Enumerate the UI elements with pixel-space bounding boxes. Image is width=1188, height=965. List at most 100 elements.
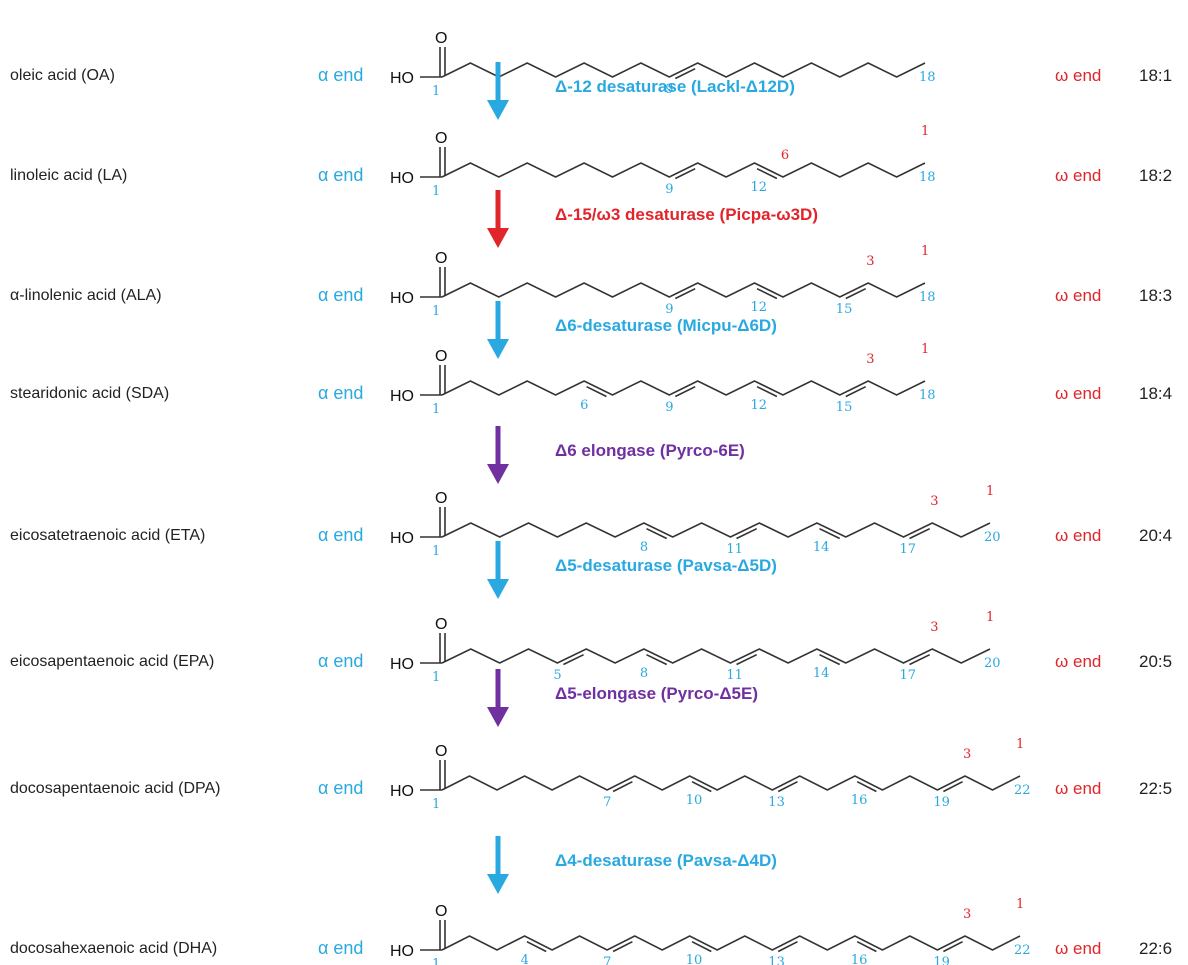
omega-one-label: 1 xyxy=(986,484,994,499)
carbon-number-7: 7 xyxy=(603,955,611,965)
carbon-number-5: 5 xyxy=(553,668,561,683)
omega-position-label: 3 xyxy=(930,494,938,509)
carbon-chain xyxy=(441,62,926,78)
double-bond-17 xyxy=(909,653,931,666)
carbon-number-12: 12 xyxy=(751,180,768,195)
omega-position-label: 3 xyxy=(963,747,971,762)
alpha-end-label: α end xyxy=(318,285,364,305)
omega-position-label: 6 xyxy=(781,148,789,163)
carbon-chain xyxy=(441,162,926,178)
double-bond-19 xyxy=(943,940,963,953)
alpha-end-label: α end xyxy=(318,938,364,958)
omega-position-label: 3 xyxy=(930,620,938,635)
hydroxyl-label: HO xyxy=(390,70,414,87)
double-bond-5 xyxy=(563,653,584,666)
enzyme-label-5: Δ5-desaturase (Pavsa-Δ5D) xyxy=(555,556,777,575)
carbon-number-22: 22 xyxy=(1014,783,1031,798)
acid-name: eicosatetraenoic acid (ETA) xyxy=(10,527,206,544)
carbon-number-15: 15 xyxy=(836,400,853,415)
double-bond-7 xyxy=(612,780,633,793)
double-bond-16 xyxy=(856,940,877,953)
arrow-head xyxy=(487,707,509,727)
acid-name: eicosapentaenoic acid (EPA) xyxy=(10,653,215,670)
hydroxyl-label: HO xyxy=(390,530,414,547)
carbon-number-16: 16 xyxy=(851,793,868,808)
carbon-number-17: 17 xyxy=(900,542,917,557)
carbon-ratio: 20:5 xyxy=(1139,652,1173,671)
carbon-number-1: 1 xyxy=(432,544,440,559)
carbon-number-14: 14 xyxy=(813,666,830,681)
carbon-number-18: 18 xyxy=(919,170,936,185)
omega-one-label: 1 xyxy=(1016,897,1024,912)
double-bond-15 xyxy=(845,385,867,398)
omega-one-label: 1 xyxy=(921,244,929,259)
acid-name: linoleic acid (LA) xyxy=(10,167,128,184)
double-bond-12 xyxy=(756,167,778,180)
double-bond-6 xyxy=(586,385,607,398)
double-bond-9 xyxy=(674,385,696,398)
arrow-head xyxy=(487,579,509,599)
carbon-number-8: 8 xyxy=(640,540,648,555)
oxygen-label: O xyxy=(435,348,447,365)
arrow-head xyxy=(487,339,509,359)
double-bond-9 xyxy=(674,67,696,80)
carbon-number-20: 20 xyxy=(984,530,1001,545)
carbon-number-18: 18 xyxy=(919,290,936,305)
alpha-end-label: α end xyxy=(318,383,364,403)
carbon-number-1: 1 xyxy=(432,402,440,417)
double-bond-14 xyxy=(819,653,841,666)
carbon-chain xyxy=(441,380,926,396)
carbon-number-12: 12 xyxy=(751,300,768,315)
carbon-number-17: 17 xyxy=(900,668,917,683)
double-bond-13 xyxy=(777,940,798,953)
omega-one-label: 1 xyxy=(1016,737,1024,752)
double-bond-8 xyxy=(646,653,668,666)
omega-end-label: ω end xyxy=(1055,384,1102,403)
carbon-number-18: 18 xyxy=(919,388,936,403)
oxygen-label: O xyxy=(435,490,447,507)
double-bond-9 xyxy=(674,287,696,300)
omega-end-label: ω end xyxy=(1055,652,1102,671)
carbon-number-9: 9 xyxy=(665,302,673,317)
enzyme-arrow-7 xyxy=(487,836,509,894)
enzyme-label-1: Δ-12 desaturase (Lackl-Δ12D) xyxy=(555,77,795,96)
carbon-number-18: 18 xyxy=(919,70,936,85)
omega-end-label: ω end xyxy=(1055,286,1102,305)
hydroxyl-label: HO xyxy=(390,656,414,673)
omega-end-label: ω end xyxy=(1055,779,1102,798)
oxygen-label: O xyxy=(435,743,447,760)
carbon-number-10: 10 xyxy=(686,953,703,965)
carbon-number-10: 10 xyxy=(686,793,703,808)
acid-name: docosahexaenoic acid (DHA) xyxy=(10,940,218,957)
arrow-head xyxy=(487,228,509,248)
carbon-ratio: 20:4 xyxy=(1139,526,1173,545)
hydroxyl-label: HO xyxy=(390,290,414,307)
double-bond-15 xyxy=(845,287,867,300)
enzyme-arrow-1 xyxy=(487,62,509,120)
alpha-end-label: α end xyxy=(318,65,364,85)
hydroxyl-label: HO xyxy=(390,170,414,187)
oxygen-label: O xyxy=(435,30,447,47)
double-bond-10 xyxy=(691,940,712,953)
acid-name: stearidonic acid (SDA) xyxy=(10,385,170,402)
enzyme-arrow-2 xyxy=(487,190,509,248)
carbon-number-15: 15 xyxy=(836,302,853,317)
enzyme-label-3: Δ6-desaturase (Micpu-Δ6D) xyxy=(555,316,777,335)
carbon-number-1: 1 xyxy=(432,84,440,99)
carbon-number-6: 6 xyxy=(580,398,588,413)
carbon-ratio: 22:6 xyxy=(1139,939,1173,958)
carbon-ratio: 22:5 xyxy=(1139,779,1173,798)
carbon-number-9: 9 xyxy=(665,182,673,197)
carbon-ratio: 18:4 xyxy=(1139,384,1173,403)
double-bond-12 xyxy=(756,287,778,300)
carbon-number-13: 13 xyxy=(768,955,785,965)
enzyme-label-7: Δ4-desaturase (Pavsa-Δ4D) xyxy=(555,851,777,870)
enzyme-arrow-6 xyxy=(487,669,509,727)
carbon-ratio: 18:3 xyxy=(1139,286,1173,305)
